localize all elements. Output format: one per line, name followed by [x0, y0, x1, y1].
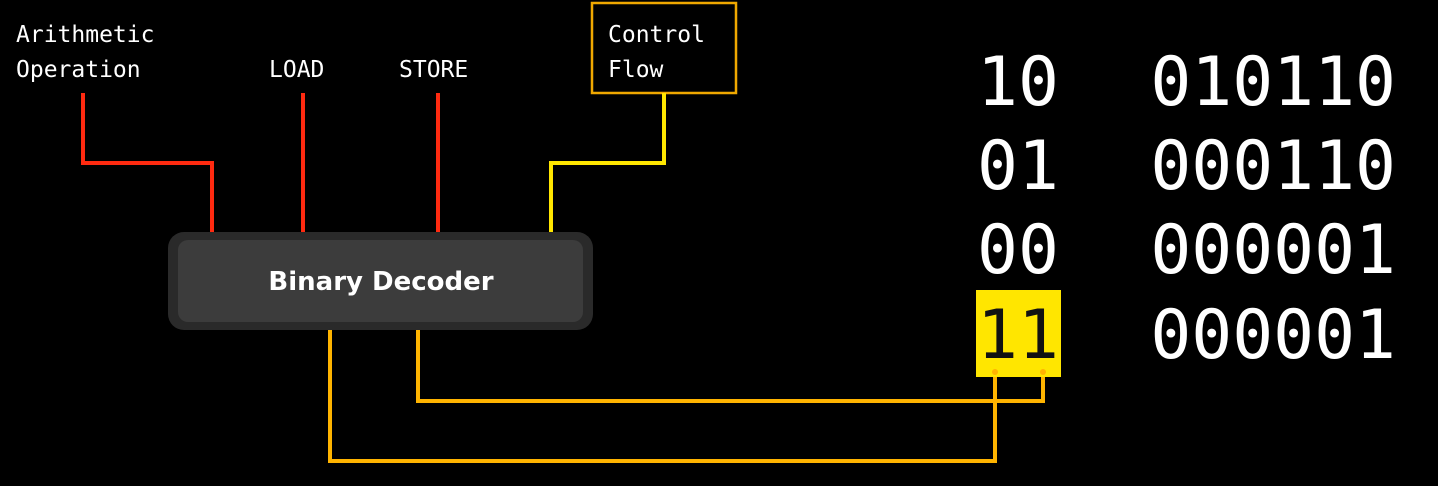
instruction-operand: 000001 — [1150, 211, 1396, 290]
instruction-opcode: 01 — [977, 127, 1059, 206]
opcode-highlight-box — [976, 290, 1061, 377]
instruction-operand: 000001 — [1150, 296, 1396, 375]
instruction-opcode: 00 — [977, 211, 1059, 290]
instruction-operand: 010110 — [1150, 43, 1396, 122]
wire-arithmetic — [81, 93, 214, 234]
op-label-arithmetic-line2: Operation — [16, 57, 141, 83]
op-label-arithmetic-line1: Arithmetic — [16, 22, 154, 48]
instruction-operand: 000110 — [1150, 127, 1396, 206]
wire-input-bit-high — [328, 325, 997, 463]
binary-decoder-box — [178, 240, 583, 322]
op-label-load: LOAD — [269, 57, 324, 83]
bit-connector-low — [1040, 369, 1046, 375]
op-label-store: STORE — [399, 57, 468, 83]
binary-decoder-label: Binary Decoder — [268, 267, 493, 297]
bit-connector-high — [992, 369, 998, 375]
op-label-control-flow-line1: Control — [608, 22, 705, 48]
wire-control-flow — [549, 93, 666, 234]
instruction-opcode: 10 — [977, 43, 1059, 122]
wire-input-bit-low — [416, 325, 1045, 403]
instruction-opcode-highlighted: 11 — [977, 296, 1059, 375]
op-label-control-flow-line2: Flow — [608, 57, 664, 83]
